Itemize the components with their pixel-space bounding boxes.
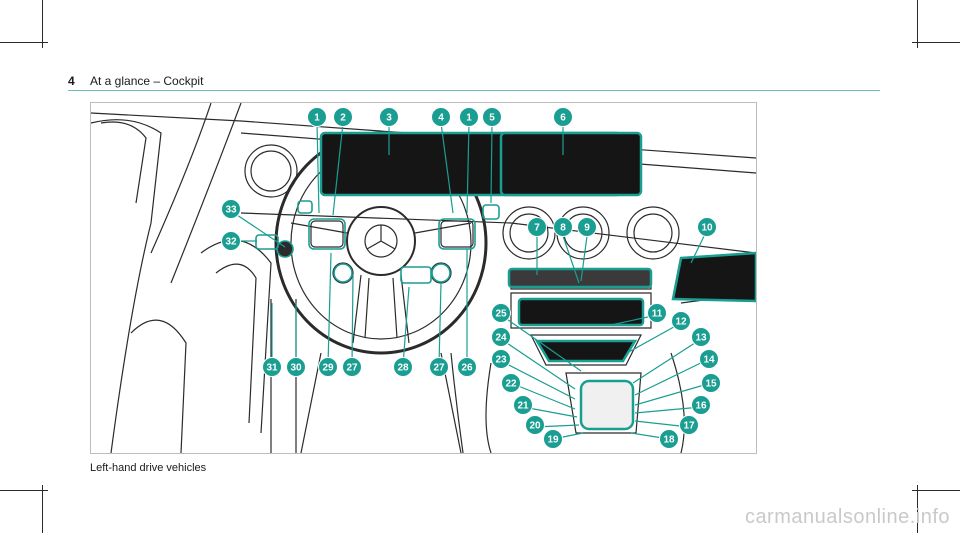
callout-label: 17 (683, 421, 695, 432)
callout-label: 19 (547, 435, 559, 446)
crop-mark (912, 490, 960, 491)
callout-label: 20 (529, 421, 541, 432)
callout-marker: 15 (701, 373, 721, 393)
callout-label: 14 (703, 355, 715, 366)
callout-marker: 33 (221, 199, 241, 219)
callout-marker: 12 (671, 311, 691, 331)
callout-label: 31 (266, 363, 278, 374)
callout-marker: 24 (491, 327, 511, 347)
callout-label: 29 (322, 363, 334, 374)
crop-mark (42, 0, 43, 48)
callout-label: 25 (495, 309, 507, 320)
callout-label: 2 (340, 113, 346, 124)
callout-marker: 29 (318, 357, 338, 377)
callout-marker: 6 (553, 107, 573, 127)
callout-label: 4 (438, 113, 444, 124)
crop-mark (917, 485, 918, 533)
callout-label: 3 (386, 113, 392, 124)
callout-marker: 31 (262, 357, 282, 377)
cockpit-drawing: 1 2 3 4 1 5 6 33 32 7 8 9 10 25 24 23 22… (91, 103, 756, 453)
callout-marker: 3 (379, 107, 399, 127)
callout-marker: 17 (679, 415, 699, 435)
callout-label: 1 (314, 113, 320, 124)
callout-label: 7 (534, 223, 540, 234)
callout-label: 13 (695, 333, 707, 344)
callout-marker: 4 (431, 107, 451, 127)
crop-mark (0, 42, 48, 43)
callout-label: 22 (505, 379, 517, 390)
callout-marker: 19 (543, 429, 563, 449)
callout-label: 9 (584, 223, 590, 234)
callout-marker: 2 (333, 107, 353, 127)
callout-label: 6 (560, 113, 566, 124)
callout-label: 8 (560, 223, 566, 234)
callout-marker: 14 (699, 349, 719, 369)
callout-label: 12 (675, 317, 687, 328)
crop-mark (42, 485, 43, 533)
crop-mark (912, 42, 960, 43)
callout-marker: 7 (527, 217, 547, 237)
callout-label: 15 (705, 379, 717, 390)
callout-label: 16 (695, 401, 707, 412)
callout-label: 18 (663, 435, 675, 446)
callout-label: 28 (397, 363, 409, 374)
callout-label: 26 (461, 363, 473, 374)
callout-marker: 25 (491, 303, 511, 323)
watermark: carmanualsonline.info (744, 506, 950, 528)
callout-marker: 1 (459, 107, 479, 127)
callout-marker: 18 (659, 429, 679, 449)
page-title: At a glance – Cockpit (90, 74, 204, 88)
callout-marker: 1 (307, 107, 327, 127)
callout-label: 32 (225, 237, 237, 248)
cockpit-illustration: 1 2 3 4 1 5 6 33 32 7 8 9 10 25 24 23 22… (90, 102, 757, 454)
callout-marker: 5 (482, 107, 502, 127)
callout-marker: 11 (647, 303, 667, 323)
callout-label: 11 (652, 309, 663, 320)
callout-marker: 8 (553, 217, 573, 237)
callout-marker: 27 (342, 357, 362, 377)
callout-label: 27 (433, 363, 445, 374)
page-number: 4 (68, 74, 75, 88)
callout-label: 23 (495, 355, 507, 366)
callout-marker: 28 (393, 357, 413, 377)
callout-marker: 27 (429, 357, 449, 377)
callout-label: 1 (466, 113, 472, 124)
figure-caption: Left-hand drive vehicles (90, 462, 207, 474)
callout-label: 21 (517, 401, 529, 412)
callout-marker: 30 (286, 357, 306, 377)
callout-marker: 20 (525, 415, 545, 435)
callout-label: 30 (290, 363, 302, 374)
callout-label: 27 (346, 363, 358, 374)
callout-label: 33 (225, 205, 237, 216)
callout-label: 5 (489, 113, 495, 124)
callout-marker: 23 (491, 349, 511, 369)
callout-marker: 32 (221, 231, 241, 251)
callout-marker: 16 (691, 395, 711, 415)
callout-marker: 21 (513, 395, 533, 415)
callout-markers: 1 2 3 4 1 5 6 33 32 7 8 9 10 25 24 23 22… (221, 107, 721, 449)
callout-marker: 22 (501, 373, 521, 393)
crop-mark (0, 490, 48, 491)
callout-label: 10 (701, 223, 713, 234)
callout-marker: 9 (577, 217, 597, 237)
callout-marker: 13 (691, 327, 711, 347)
callout-marker: 10 (697, 217, 717, 237)
crop-mark (917, 0, 918, 48)
callout-label: 24 (495, 333, 507, 344)
callout-marker: 26 (457, 357, 477, 377)
page-header: 4 At a glance – Cockpit (68, 66, 880, 91)
